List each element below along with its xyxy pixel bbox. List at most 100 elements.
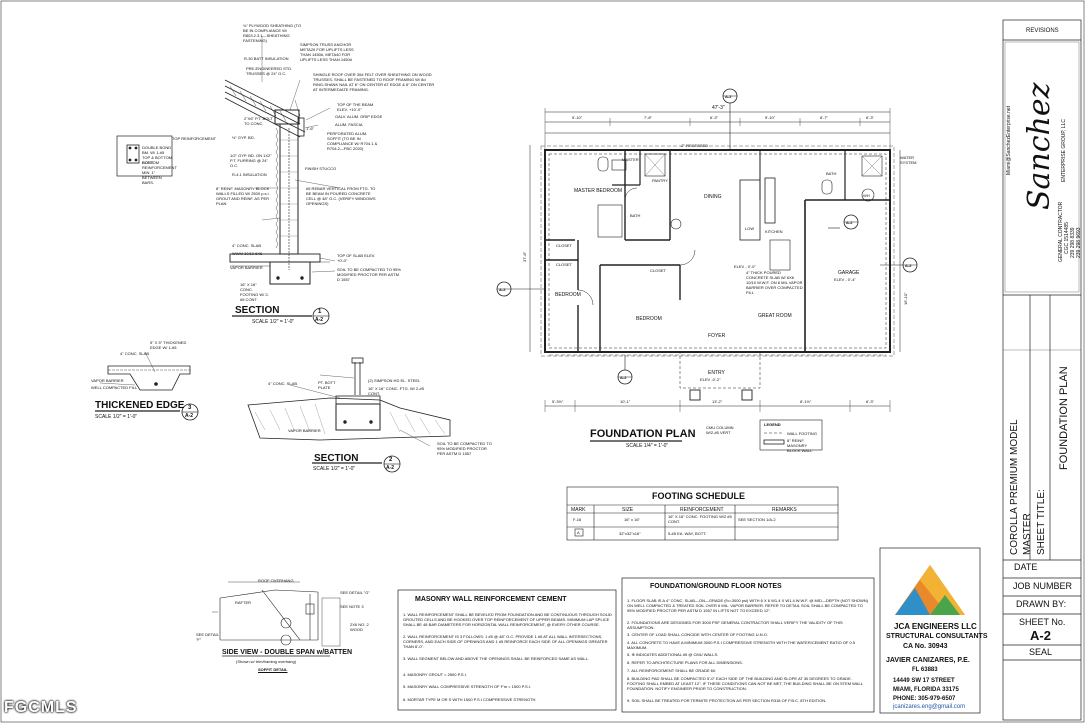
foundation-note-7: 7. ALL REINFORCEMENT SHALL BE GRADE 60. <box>627 668 717 673</box>
dim-recessed: -2" RECESSED <box>680 143 709 148</box>
tb-revisions: REVISIONS <box>1026 28 1059 34</box>
room-kitchen: KITCHEN <box>765 229 783 234</box>
footing-h-mark: MARK <box>571 507 586 513</box>
tb-job: JOB NUMBER <box>1013 581 1073 591</box>
section1-scale: SCALE 1/2" = 1'-0" <box>252 319 295 325</box>
foundation-note-1: 1. FLOOR SLAB IS A 4" CONC. SLAB—ON—GRAD… <box>627 598 868 613</box>
masonry-note-3: 3. WALL SEGMENT BELOW AND ABOVE THE OPEN… <box>403 656 589 661</box>
note-bolt: 2"X6" P.T. BOLT TO CONC. <box>244 116 273 126</box>
engineer-address: 14449 SW 17 STREET <box>893 678 955 684</box>
tb-drawn: DRAWN BY: <box>1016 599 1067 609</box>
dim-b1: 5'-3½" <box>552 399 564 404</box>
elev-main: ELEV - 0'-0" <box>734 264 756 269</box>
tb-company: Sanchez <box>1022 82 1057 210</box>
room-master-bedroom: MASTER BEDROOM <box>574 188 623 194</box>
note-overhang: 1'-6" <box>306 126 314 131</box>
tb-website[interactable]: Miami@SanchezEnterprise.net <box>1006 106 1012 175</box>
sec2-vapor: VAPOR BARRIER <box>288 428 321 433</box>
legend-title: LEGEND <box>764 422 781 427</box>
thickened-title: THICKENED EDGE <box>95 400 185 411</box>
note-top-reinf: TOP REINFORCEMENT <box>172 136 217 141</box>
engineer-type: STRUCTURAL CONSULTANTS <box>886 633 988 640</box>
footing-r2-mark: A <box>577 530 580 535</box>
legend-masonry: 8" REINF. MASONRY BLOCK WALL <box>787 438 813 453</box>
masonry-note-5: 5. MASONRY WALL COMPRESSIVE STRENGTH OF … <box>403 684 531 689</box>
note-slab-top: TOP OF SLAB ELEV. +0'-0" <box>337 253 376 263</box>
masonry-note-6: 6. MORTAR TYPE M OR S WITH 1500 P.S.I CO… <box>403 697 537 702</box>
note-trusses: PRE-ENGINEERED STD. TRUSSES @ 24" O.C. <box>246 66 293 76</box>
engineer-name: JAVIER CANIZARES, P.E. <box>886 657 970 664</box>
side-rafter: RAFTER <box>235 600 251 605</box>
room-pantry: PANTRY <box>652 178 668 183</box>
dim-right: 16'-10" <box>903 292 908 305</box>
tb-sheet: A-2 <box>1030 628 1051 643</box>
room-foyer: FOYER <box>708 333 726 339</box>
room-closet2: CLOSET <box>556 262 573 267</box>
room-low: LOW <box>745 226 755 231</box>
engineer-city: MIAMI, FLORIDA 33175 <box>893 687 959 693</box>
tb-sheet-no: SHEET No. <box>1019 617 1066 627</box>
room-great-room: GREAT ROOM <box>758 313 792 319</box>
thickened-num: 3 <box>188 405 192 411</box>
room-entry: ENTRY <box>708 370 725 376</box>
foundation-note-4: 4. ALL CONCRETE TO HAVE A MINIMUM 3000 P… <box>627 640 856 650</box>
dim-b4: 8'-1½" <box>800 399 812 404</box>
dim-d4: 5'-10" <box>765 115 776 120</box>
note-vapor: VAPOR BARRIER <box>230 265 263 270</box>
plan-scale: SCALE 1/4" = 1'-0" <box>626 443 669 449</box>
note-anchor: SIMPSON TRUSS ANCHOR META20 FOR UPLIFTS … <box>300 42 354 62</box>
room-closet3: CLOSET <box>650 268 667 273</box>
dim-b2: 10'-1" <box>620 399 631 404</box>
section1-num: 1 <box>318 309 322 315</box>
footing-r1-remarks: SEE SECTION 1/A-2 <box>738 517 776 522</box>
engineer-ca: CA No. 30943 <box>903 643 948 650</box>
note-stucco: FINISH STUCCO <box>305 166 337 171</box>
note-gyp: 1/2" GYP. BD. ON 1X2" P.T. FURRING @ 24"… <box>230 153 272 168</box>
room-bedroom2: BEDROOM <box>636 316 662 322</box>
thick-edge-note: 5" X 5" THICKENED EDGE W/ 1-#5 <box>150 340 187 350</box>
side-view-subtitle: (Shown w/ trim/framing overhang) <box>236 659 297 664</box>
foundation-note-8: 8. BUILDING PAD SHALL BE COMPACTED 5'-0"… <box>627 676 863 691</box>
thick-slab: 4" CONC. SLAB <box>120 351 149 356</box>
foundation-note-3: 3. CENTER OF LOAD SHALL CONCIDE WITH CEN… <box>627 632 768 637</box>
sec2-plate: PT. BOTT PLATE <box>318 380 336 390</box>
side-note-3: SEE NOTE 3 <box>340 604 364 609</box>
room-garage: GARAGE <box>838 270 860 276</box>
engineer-email[interactable]: jcanizares.eng@gmail.com <box>893 704 966 710</box>
note-footing: 16" X 16" CONC. FOOTING W/ 2-#5 CONT. <box>240 282 269 302</box>
section2-scale: SCALE 1/2" = 1'-0" <box>313 466 356 472</box>
side-view-title: SIDE VIEW - DOUBLE SPAN w/BATTEN <box>222 649 353 656</box>
footing-r1-size: 16" x 16" <box>624 517 640 522</box>
footing-r2-reinf: 5-#5 EA. WAY, BOTT. <box>668 531 707 536</box>
dim-b3: 13'-2" <box>712 399 723 404</box>
room-bath2: BATH <box>826 171 837 176</box>
side-detail-g: SEE DETAIL "G" <box>340 590 370 595</box>
thickened-scale: SCALE 1/2" = 1'-0" <box>95 414 138 420</box>
tb-sheet-title-label: SHEET TITLE: <box>1036 489 1047 555</box>
note-r41: R-4.1 INSULATION <box>232 172 267 177</box>
bubble-a2-bottom: A-2 <box>620 375 627 380</box>
soffit-detail: SOFFIT DETAIL <box>258 667 288 672</box>
masonry-note-4: 4. MASONRY GROUT = 2500 P.S.I. <box>403 672 467 677</box>
section2-num: 2 <box>389 457 393 463</box>
note-drip: GALV. ALUM. DRIP EDGE <box>335 114 383 119</box>
thick-vapor: VAPOR BARRIER <box>91 378 124 383</box>
note-batt: R-30 BATT INSULATION <box>244 56 289 61</box>
dim-left: 37'-8" <box>522 251 527 262</box>
section1-title: SECTION <box>235 305 280 316</box>
note-fascia: ALUM. FASCIA <box>335 122 363 127</box>
masonry-note-2: 2. WALL REINFORCEMENT IS 3 FOLLOWS: 1 #5… <box>403 634 608 649</box>
plan-title: FOUNDATION PLAN <box>590 428 696 440</box>
note-rebar: #5 REBAR VERTICAL FROM FTG. TO BE BEAM I… <box>306 186 376 206</box>
tb-phone2: 239 298 9693 <box>1076 227 1082 258</box>
section2-title: SECTION <box>314 453 359 464</box>
tb-sheet-title: FOUNDATION PLAN <box>1058 366 1070 470</box>
note-soil: SOIL TO BE COMPACTED TO 95% MODIFIED PRO… <box>337 267 401 282</box>
bubble-a2-left: A-2 <box>499 287 506 292</box>
sec2-simpson: (2) SIMPSON HD EL. STEEL <box>368 378 421 383</box>
thick-fill: WELL COMPACTED FILL <box>91 385 138 390</box>
dim-d5: 8'-7" <box>820 115 828 120</box>
dim-d1: 5'-10" <box>572 115 583 120</box>
footing-h-size: SIZE <box>622 507 634 513</box>
note-bottom-reinf: BOTTOM REINFORCEMENT MIN. 1" BETWEEN BAR… <box>142 160 177 185</box>
